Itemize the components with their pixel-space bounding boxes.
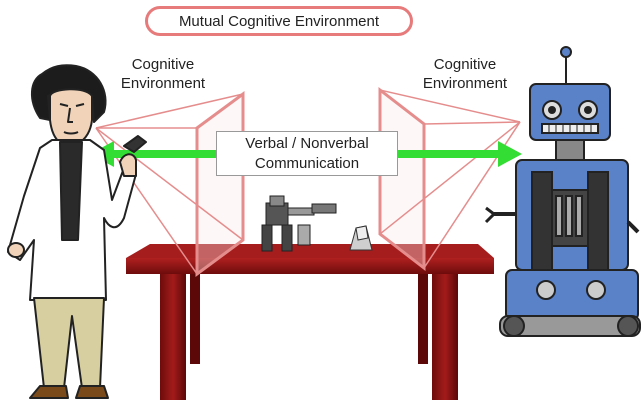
title-text: Mutual Cognitive Environment [178,12,380,30]
right-label-line-1: Cognitive [433,56,497,73]
communication-line-2: Communication [254,155,360,172]
left-label-line-1: Cognitive [131,56,195,73]
left-cognitive-frame [95,91,245,277]
communication-label: Verbal / Nonverbal Communication [216,131,398,176]
right-cognitive-environment-label: Cognitive Environment [410,55,520,93]
right-label-line-2: Environment [422,75,508,92]
mutual-cognitive-environment-label: Mutual Cognitive Environment [145,6,413,36]
table-object [349,225,373,251]
big-robot [484,46,641,337]
right-cognitive-frame [378,86,521,272]
communication-line-1: Verbal / Nonverbal [245,135,369,152]
left-cognitive-environment-label: Cognitive Environment [108,55,218,93]
person-figure [7,64,147,399]
small-robot [261,195,337,252]
table [126,244,494,400]
left-label-line-2: Environment [120,75,206,92]
